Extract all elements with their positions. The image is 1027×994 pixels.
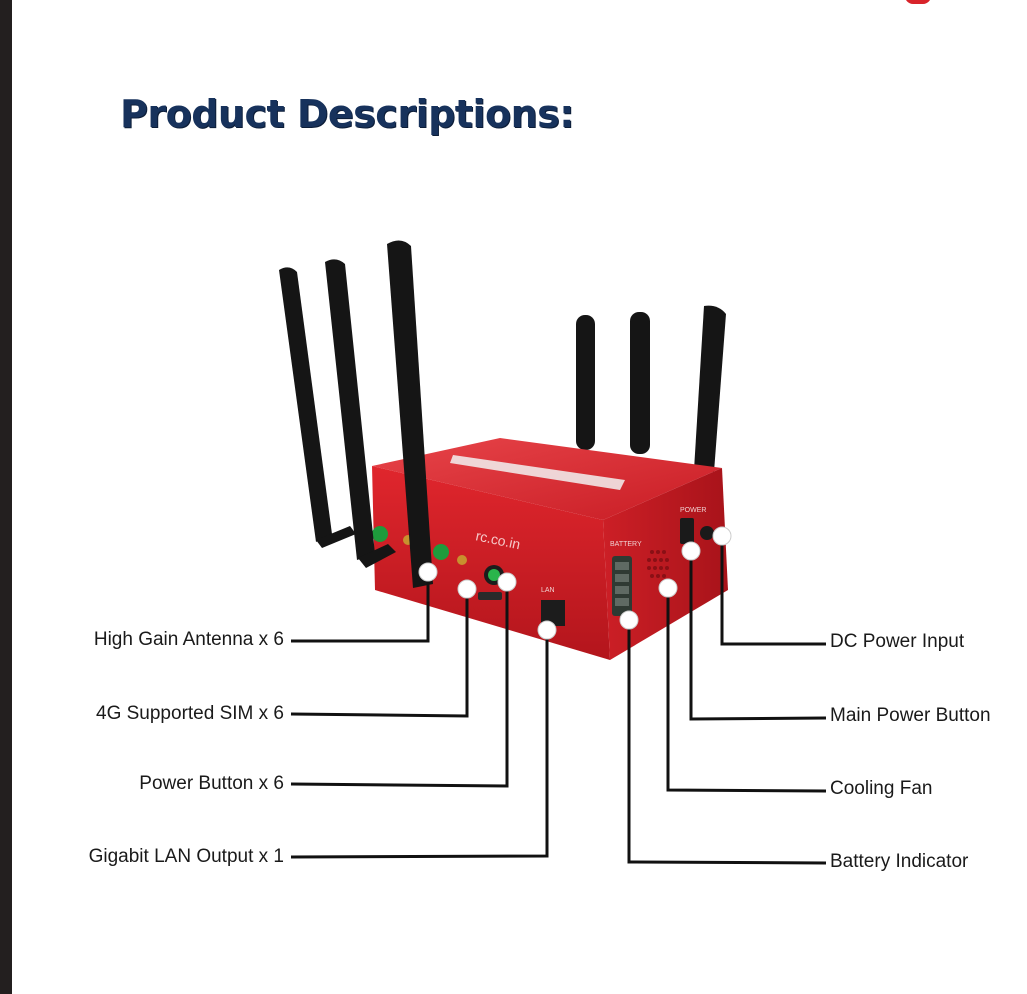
sma-connector bbox=[457, 555, 467, 565]
callout-dot bbox=[457, 579, 477, 599]
callout-dots bbox=[418, 526, 732, 640]
router-top-logo bbox=[450, 455, 625, 490]
callout-dot bbox=[619, 610, 639, 630]
callout-dot bbox=[712, 526, 732, 546]
page-title: Product Descriptions: bbox=[120, 92, 574, 136]
callout-line-battery bbox=[627, 620, 827, 865]
antenna-group-front bbox=[279, 240, 433, 588]
antenna bbox=[576, 315, 595, 450]
callout-dot bbox=[681, 541, 701, 561]
dc-power-port bbox=[700, 526, 714, 540]
antenna bbox=[279, 267, 332, 542]
callout-line-fan bbox=[666, 588, 827, 793]
router-side bbox=[603, 468, 728, 660]
antenna bbox=[630, 312, 650, 454]
fan-grille bbox=[647, 550, 669, 578]
callout-dot bbox=[418, 562, 438, 582]
antenna bbox=[387, 240, 433, 588]
battery-label: BATTERY bbox=[610, 541, 642, 548]
left-edge-bar bbox=[0, 0, 12, 994]
callout-line-main-power bbox=[689, 551, 827, 721]
antenna-group-back bbox=[576, 305, 726, 472]
lan-label: LAN bbox=[541, 587, 555, 594]
sim-slot bbox=[478, 592, 502, 600]
label-cooling-fan: Cooling Fan bbox=[830, 778, 933, 799]
callout-dot bbox=[658, 578, 678, 598]
callout-dot bbox=[497, 572, 517, 592]
callout-line-lan bbox=[290, 630, 549, 859]
brand-corner-mark bbox=[905, 0, 931, 4]
antenna-connector bbox=[372, 526, 388, 542]
power-label: POWER bbox=[680, 507, 706, 514]
main-power-switch bbox=[680, 518, 694, 544]
antenna bbox=[325, 259, 375, 560]
router-body: rc.co.in BATTERY POWER LAN bbox=[372, 438, 728, 660]
callout-line-antenna bbox=[291, 572, 430, 643]
callout-line-power-button bbox=[290, 582, 509, 788]
label-main-power-button: Main Power Button bbox=[830, 705, 991, 726]
antenna-connector bbox=[433, 544, 449, 560]
antenna bbox=[694, 305, 726, 472]
label-4g-sim: 4G Supported SIM x 6 bbox=[96, 703, 284, 724]
label-dc-power-input: DC Power Input bbox=[830, 631, 965, 652]
callout-line-dc-input bbox=[720, 536, 826, 646]
label-high-gain-antenna: High Gain Antenna x 6 bbox=[93, 629, 284, 650]
callout-dot bbox=[537, 620, 557, 640]
callout-line-sim bbox=[290, 589, 469, 718]
label-gigabit-lan: Gigabit LAN Output x 1 bbox=[88, 846, 284, 867]
callout-lines bbox=[290, 536, 827, 865]
label-power-button: Power Button x 6 bbox=[139, 773, 284, 794]
label-battery-indicator: Battery Indicator bbox=[830, 851, 969, 872]
